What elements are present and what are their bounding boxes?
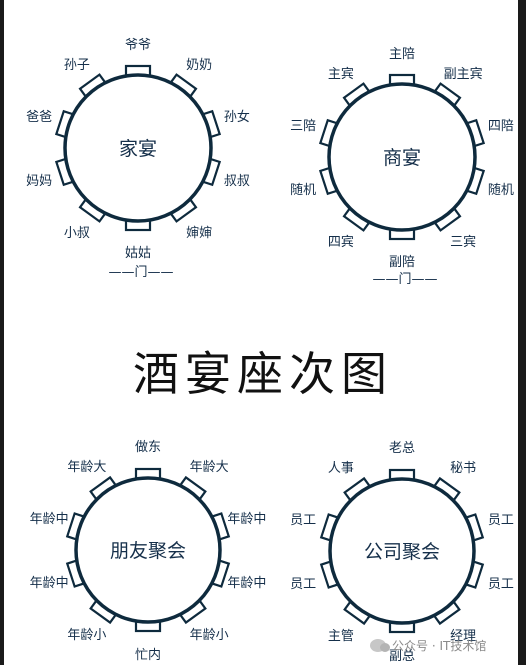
seat-label: 爷爷 bbox=[125, 38, 151, 53]
wechat-icon bbox=[370, 638, 390, 652]
seat-label: 主管 bbox=[328, 629, 354, 644]
table-circle bbox=[327, 82, 477, 232]
table-name: 公司聚会 bbox=[364, 541, 440, 563]
seat-label: 员工 bbox=[488, 513, 514, 528]
door-label: ——门—— bbox=[108, 265, 173, 280]
seat-label: 经理 bbox=[450, 629, 476, 644]
seat-label: 妈妈 bbox=[26, 174, 52, 189]
right-border bbox=[518, 0, 526, 665]
seat-label: 四宾 bbox=[328, 234, 354, 250]
seat-label: 年龄中 bbox=[30, 512, 69, 527]
seat-label: 叔叔 bbox=[224, 174, 250, 189]
table-circle bbox=[63, 73, 213, 223]
seat-label: 员工 bbox=[488, 577, 514, 592]
seat-label: 年龄中 bbox=[227, 512, 266, 527]
seat-label: 老总 bbox=[389, 441, 415, 456]
seat-label: 忙内 bbox=[135, 647, 161, 663]
seat-label: 年龄大 bbox=[190, 460, 229, 475]
seat-label: 年龄中 bbox=[227, 576, 266, 591]
seat-label: 做东 bbox=[135, 440, 161, 455]
seat-label: 爸爸 bbox=[26, 110, 52, 125]
seat-label: 年龄大 bbox=[67, 460, 106, 475]
seat-label: 婶婶 bbox=[186, 226, 212, 241]
watermark-text: 公众号 · IT技术馆 bbox=[392, 638, 487, 653]
table-circle bbox=[74, 476, 222, 624]
seat-label: 员工 bbox=[290, 577, 316, 592]
seat-label: 副总 bbox=[389, 649, 415, 664]
left-border bbox=[0, 0, 4, 665]
table-circle bbox=[328, 477, 476, 625]
page-title: 酒宴座次图 bbox=[133, 347, 393, 401]
seat-label: 主陪 bbox=[389, 47, 415, 62]
seat-label: 姑姑 bbox=[125, 246, 151, 261]
table-name: 朋友聚会 bbox=[110, 540, 186, 562]
seat-label: 随机 bbox=[488, 183, 514, 198]
table-name: 商宴 bbox=[383, 146, 421, 169]
watermark: 公众号 · IT技术馆 bbox=[370, 634, 520, 656]
seat-label: 副主宾 bbox=[444, 66, 483, 82]
seat-label: 奶奶 bbox=[186, 58, 212, 73]
seat-label: 秘书 bbox=[450, 461, 476, 476]
seat-label: 年龄中 bbox=[30, 576, 69, 591]
seat-label: 孙女 bbox=[224, 109, 250, 125]
seat-label: 员工 bbox=[290, 513, 316, 528]
seat-label: 随机 bbox=[290, 183, 316, 198]
seat-label: 三陪 bbox=[290, 119, 316, 134]
seat-label: 年龄小 bbox=[67, 628, 106, 643]
door-label: ——门—— bbox=[372, 272, 437, 287]
seat-label: 四陪 bbox=[488, 119, 514, 134]
seat-label: 孙子 bbox=[64, 58, 90, 73]
seat-label: 人事 bbox=[328, 461, 354, 476]
seat-label: 主宾 bbox=[328, 66, 354, 82]
seat-label: 小叔 bbox=[64, 226, 90, 241]
seat-label: 三宾 bbox=[450, 234, 476, 250]
seat-label: 副陪 bbox=[389, 255, 415, 270]
seat-label: 年龄小 bbox=[190, 628, 229, 643]
table-name: 家宴 bbox=[119, 137, 157, 160]
